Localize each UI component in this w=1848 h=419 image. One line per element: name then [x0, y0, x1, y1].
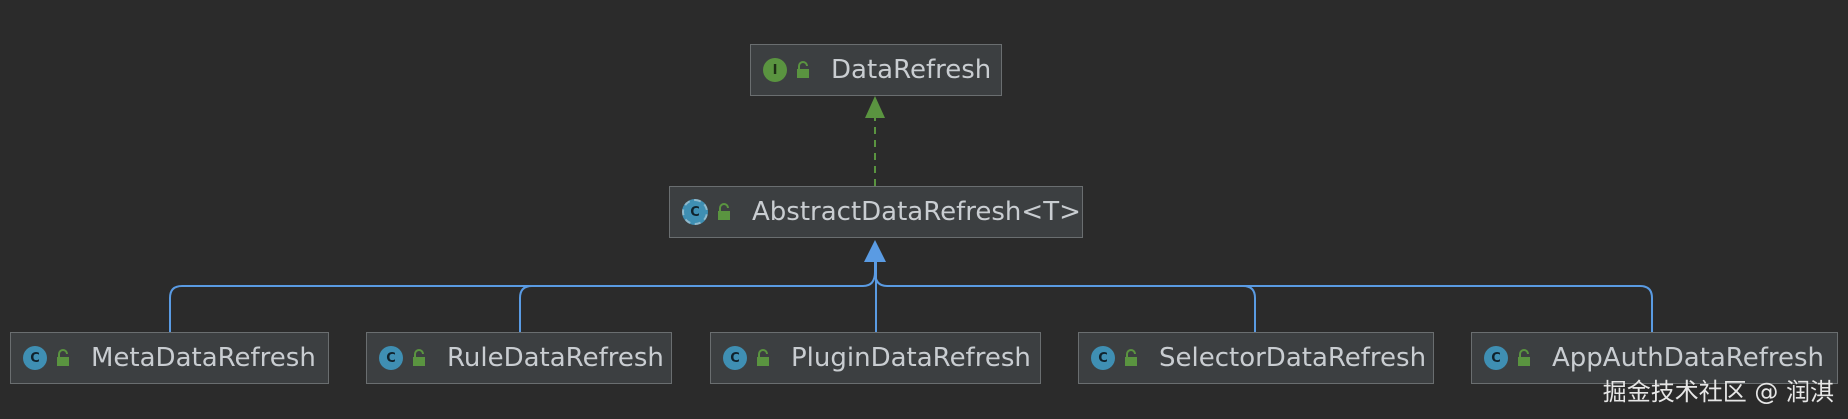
node-label: SelectorDataRefresh: [1159, 343, 1427, 373]
unlock-icon: [797, 61, 809, 78]
extends-edge-meta: [169, 254, 876, 332]
unlock-icon: [757, 349, 769, 366]
node-label: RuleDataRefresh: [447, 343, 664, 373]
unlock-icon: [413, 349, 425, 366]
interface-icon: I: [763, 58, 787, 82]
abstract-class-icon: C: [682, 199, 708, 225]
unlock-icon: [718, 203, 730, 220]
node-label: MetaDataRefresh: [91, 343, 316, 373]
class-icon: C: [23, 346, 47, 370]
class-node-plugin[interactable]: C PluginDataRefresh: [710, 332, 1041, 384]
class-node-appauth[interactable]: C AppAuthDataRefresh: [1471, 332, 1838, 384]
node-label: AppAuthDataRefresh: [1552, 343, 1824, 373]
class-node-meta[interactable]: C MetaDataRefresh: [10, 332, 329, 384]
class-icon: C: [379, 346, 403, 370]
node-label: DataRefresh: [831, 55, 992, 85]
unlock-icon: [1518, 349, 1530, 366]
class-icon: C: [723, 346, 747, 370]
class-icon: C: [1091, 346, 1115, 370]
extends-arrowhead: [864, 240, 886, 262]
unlock-icon: [57, 349, 69, 366]
extends-edge-selector: [874, 271, 1256, 332]
interface-node-datarefresh[interactable]: I DataRefresh: [750, 44, 1002, 96]
abstract-class-node[interactable]: C AbstractDataRefresh<T>: [669, 186, 1083, 238]
class-node-rule[interactable]: C RuleDataRefresh: [366, 332, 672, 384]
unlock-icon: [1125, 349, 1137, 366]
implements-arrowhead: [865, 96, 885, 118]
node-label: PluginDataRefresh: [791, 343, 1031, 373]
node-label: AbstractDataRefresh<T>: [752, 197, 1081, 227]
watermark: 掘金技术社区 @ 润淇: [1602, 378, 1834, 406]
class-icon: C: [1484, 346, 1508, 370]
extends-edge-rule: [519, 285, 863, 332]
class-node-selector[interactable]: C SelectorDataRefresh: [1078, 332, 1434, 384]
extends-edge-appauth: [1243, 285, 1653, 332]
